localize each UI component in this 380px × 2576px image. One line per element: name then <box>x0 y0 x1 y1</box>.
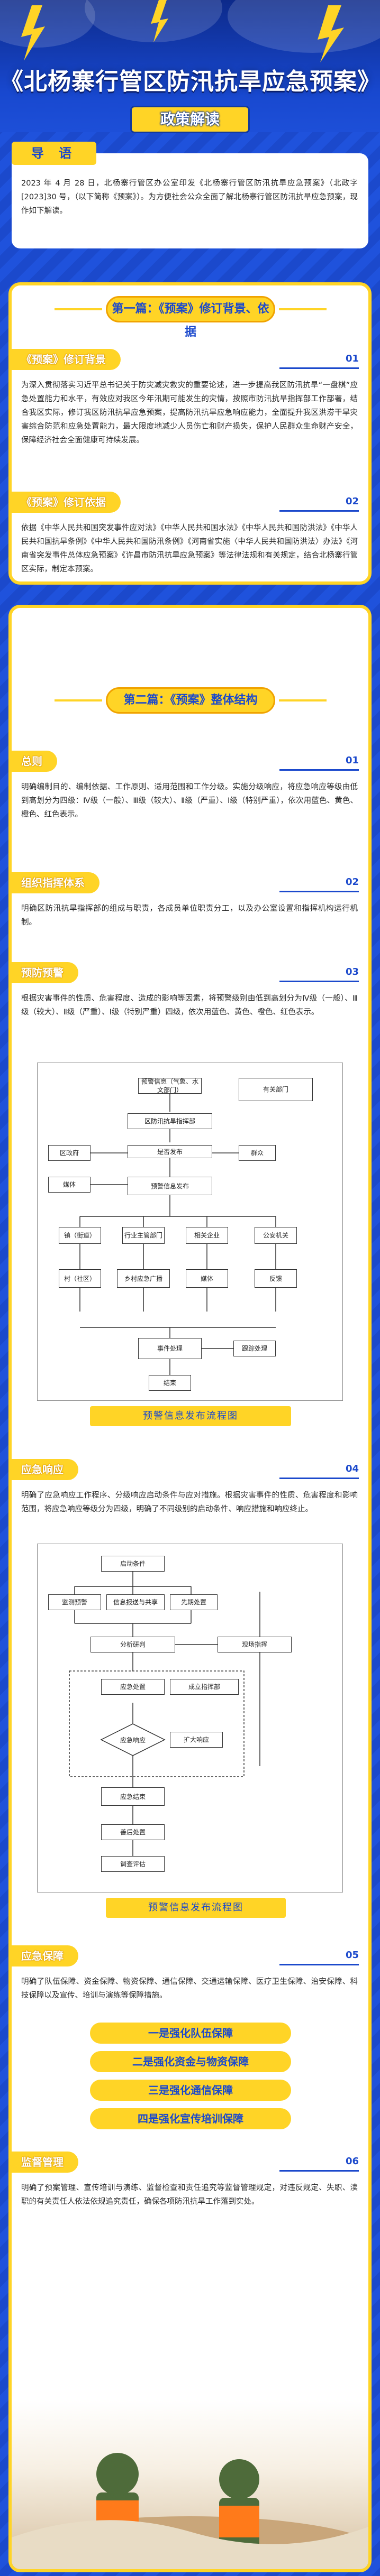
section-tag: 总则 <box>12 751 57 772</box>
section-divider <box>279 769 359 771</box>
page-subtitle: 政策解读 <box>130 106 250 133</box>
lightning-icon <box>21 0 344 62</box>
flow-box: 预警信息发布 <box>128 1177 212 1195</box>
section-number: 03 <box>345 966 359 977</box>
section-text: 明确了队伍保障、资金保障、物资保障、通信保障、交通运输保障、医疗卫生保障、治安保… <box>21 1978 358 2000</box>
flow-box: 区防汛抗旱指挥部 <box>128 1113 212 1129</box>
section-text: 明确编制目的、编制依据、工作原则、适用范围和工作分级。实施分级响应，将应急响应等… <box>21 783 358 819</box>
hero-banner: 《北杨寨行管区防汛抗旱应急预案》 <box>0 0 380 132</box>
flow-box: 事件处理 <box>138 1338 202 1359</box>
section-divider <box>279 1964 359 1965</box>
flow-box: 村（社区） <box>59 1269 101 1288</box>
flow-box: 媒体 <box>48 1177 91 1193</box>
section-tag: 预防预警 <box>12 962 78 983</box>
flow-decision: 应急响应 <box>120 1737 146 1744</box>
flow-box: 相关企业 <box>186 1227 228 1244</box>
flow-box: 是否发布 <box>128 1145 212 1158</box>
section-divider <box>279 981 359 982</box>
flow-box: 应急处置 <box>101 1679 165 1695</box>
guarantee-item: 二是强化资金与物资保障 <box>90 2051 291 2072</box>
section-number: 02 <box>345 876 359 888</box>
section-tag: 应急响应 <box>12 1459 78 1480</box>
section-number: 01 <box>345 755 359 766</box>
flow-box: 现场指挥 <box>218 1637 292 1652</box>
guide-text: 2023 年 4 月 28 日，北杨寨行管区办公室印发《北杨寨行管区防汛抗旱应急… <box>21 179 358 215</box>
section-tag: 监督管理 <box>12 2152 78 2173</box>
flow-box: 有关部门 <box>239 1078 313 1101</box>
guarantee-item: 三是强化通信保障 <box>90 2080 291 2101</box>
flow-box: 扩大响应 <box>170 1732 223 1748</box>
flow-box: 媒体 <box>186 1269 228 1288</box>
part1-banner: 第一篇：《预案》修订背景、依据 <box>55 296 327 339</box>
flow-box: 公安机关 <box>255 1227 297 1244</box>
section-tag: 《预案》修订依据 <box>12 492 121 513</box>
warning-flowchart: 预警信息（气象、水文部门） 有关部门 区防汛抗旱指挥部 区政府 是否发布 群众 … <box>37 1063 343 1401</box>
flow-box: 启动条件 <box>101 1556 165 1572</box>
section-number: 06 <box>345 2156 359 2167</box>
flow-box: 行业主管部门 <box>122 1227 165 1244</box>
section-number: 05 <box>345 1950 359 1961</box>
section-tag: 《预案》修订背景 <box>12 349 121 370</box>
flow-box: 反馈 <box>255 1269 297 1288</box>
page-title: 《北杨寨行管区防汛抗旱应急预案》 <box>0 68 380 95</box>
flowchart-connectors <box>69 1572 260 1856</box>
section-text: 根据灾害事件的性质、危害程度、造成的影响等因素，将预警级别由低到高划分为Ⅳ级（一… <box>21 994 358 1017</box>
section-text: 依据《中华人民共和国突发事件应对法》《中华人民共和国水法》《中华人民共和国防洪法… <box>21 524 358 574</box>
section-text: 为深入贯彻落实习近平总书记关于防灾减灾救灾的重要论述，进一步提高我区防汛抗旱“一… <box>21 381 358 445</box>
guide-card <box>12 153 368 248</box>
section-number: 04 <box>345 1463 359 1474</box>
section-divider <box>279 1478 359 1479</box>
section-text: 明确区防汛抗旱指挥部的组成与职责，各成员单位职责分工，以及办公室设置和指挥机构运… <box>21 904 358 927</box>
section-tag: 组织指挥体系 <box>12 872 99 893</box>
section-number: 01 <box>345 353 359 364</box>
response-flowchart: 启动条件 监测预警 信息报送与共享 先期处置 分析研判 现场指挥 应急处置 成立… <box>37 1544 343 1892</box>
flow-box: 群众 <box>239 1145 276 1161</box>
guarantee-item: 一是强化队伍保障 <box>90 2023 291 2044</box>
flow-box: 善后处置 <box>101 1824 165 1840</box>
flow-box: 应急结束 <box>101 1787 165 1806</box>
flowchart-caption: 预警信息发布流程图 <box>106 1898 286 1918</box>
flow-box: 镇（街道） <box>59 1227 101 1244</box>
part1-card <box>12 285 368 581</box>
flowchart-caption: 预警信息发布流程图 <box>90 1406 291 1426</box>
rescue-photo <box>12 2400 368 2569</box>
flow-box: 信息报送与共享 <box>106 1594 165 1610</box>
flow-box: 监测预警 <box>48 1594 101 1610</box>
section-divider <box>279 510 359 512</box>
flow-box: 预警信息（气象、水文部门） <box>138 1078 202 1094</box>
flow-box: 跟踪处理 <box>233 1341 276 1356</box>
flow-box: 结束 <box>149 1375 191 1391</box>
flow-box: 分析研判 <box>91 1637 175 1652</box>
section-number: 02 <box>345 496 359 507</box>
guide-tab: 导 语 <box>12 142 96 165</box>
section-divider <box>279 367 359 369</box>
section-divider <box>279 2170 359 2172</box>
part2-banner: 第二篇：《预案》整体结构 <box>55 687 327 714</box>
flow-box: 区政府 <box>48 1145 91 1161</box>
flow-box: 成立指挥部 <box>170 1679 239 1695</box>
section-divider <box>279 891 359 892</box>
guarantee-item: 四是强化宣传培训保障 <box>90 2108 291 2129</box>
flow-box: 调查评估 <box>101 1856 165 1872</box>
flow-box: 乡村应急广播 <box>117 1269 170 1288</box>
section-tag: 应急保障 <box>12 1945 78 1966</box>
section-text: 明确了预案管理、宣传培训与演练、监督检查和责任追究等监督管理规定，对违反规定、失… <box>21 2184 358 2206</box>
rescue-illustration <box>12 2453 368 2569</box>
flowchart-connectors <box>79 1094 276 1375</box>
flow-box: 先期处置 <box>170 1594 218 1610</box>
section-text: 明确了应急响应工作程序、分级响应启动条件与应对措施。根据灾害事件的性质、危害程度… <box>21 1491 358 1513</box>
